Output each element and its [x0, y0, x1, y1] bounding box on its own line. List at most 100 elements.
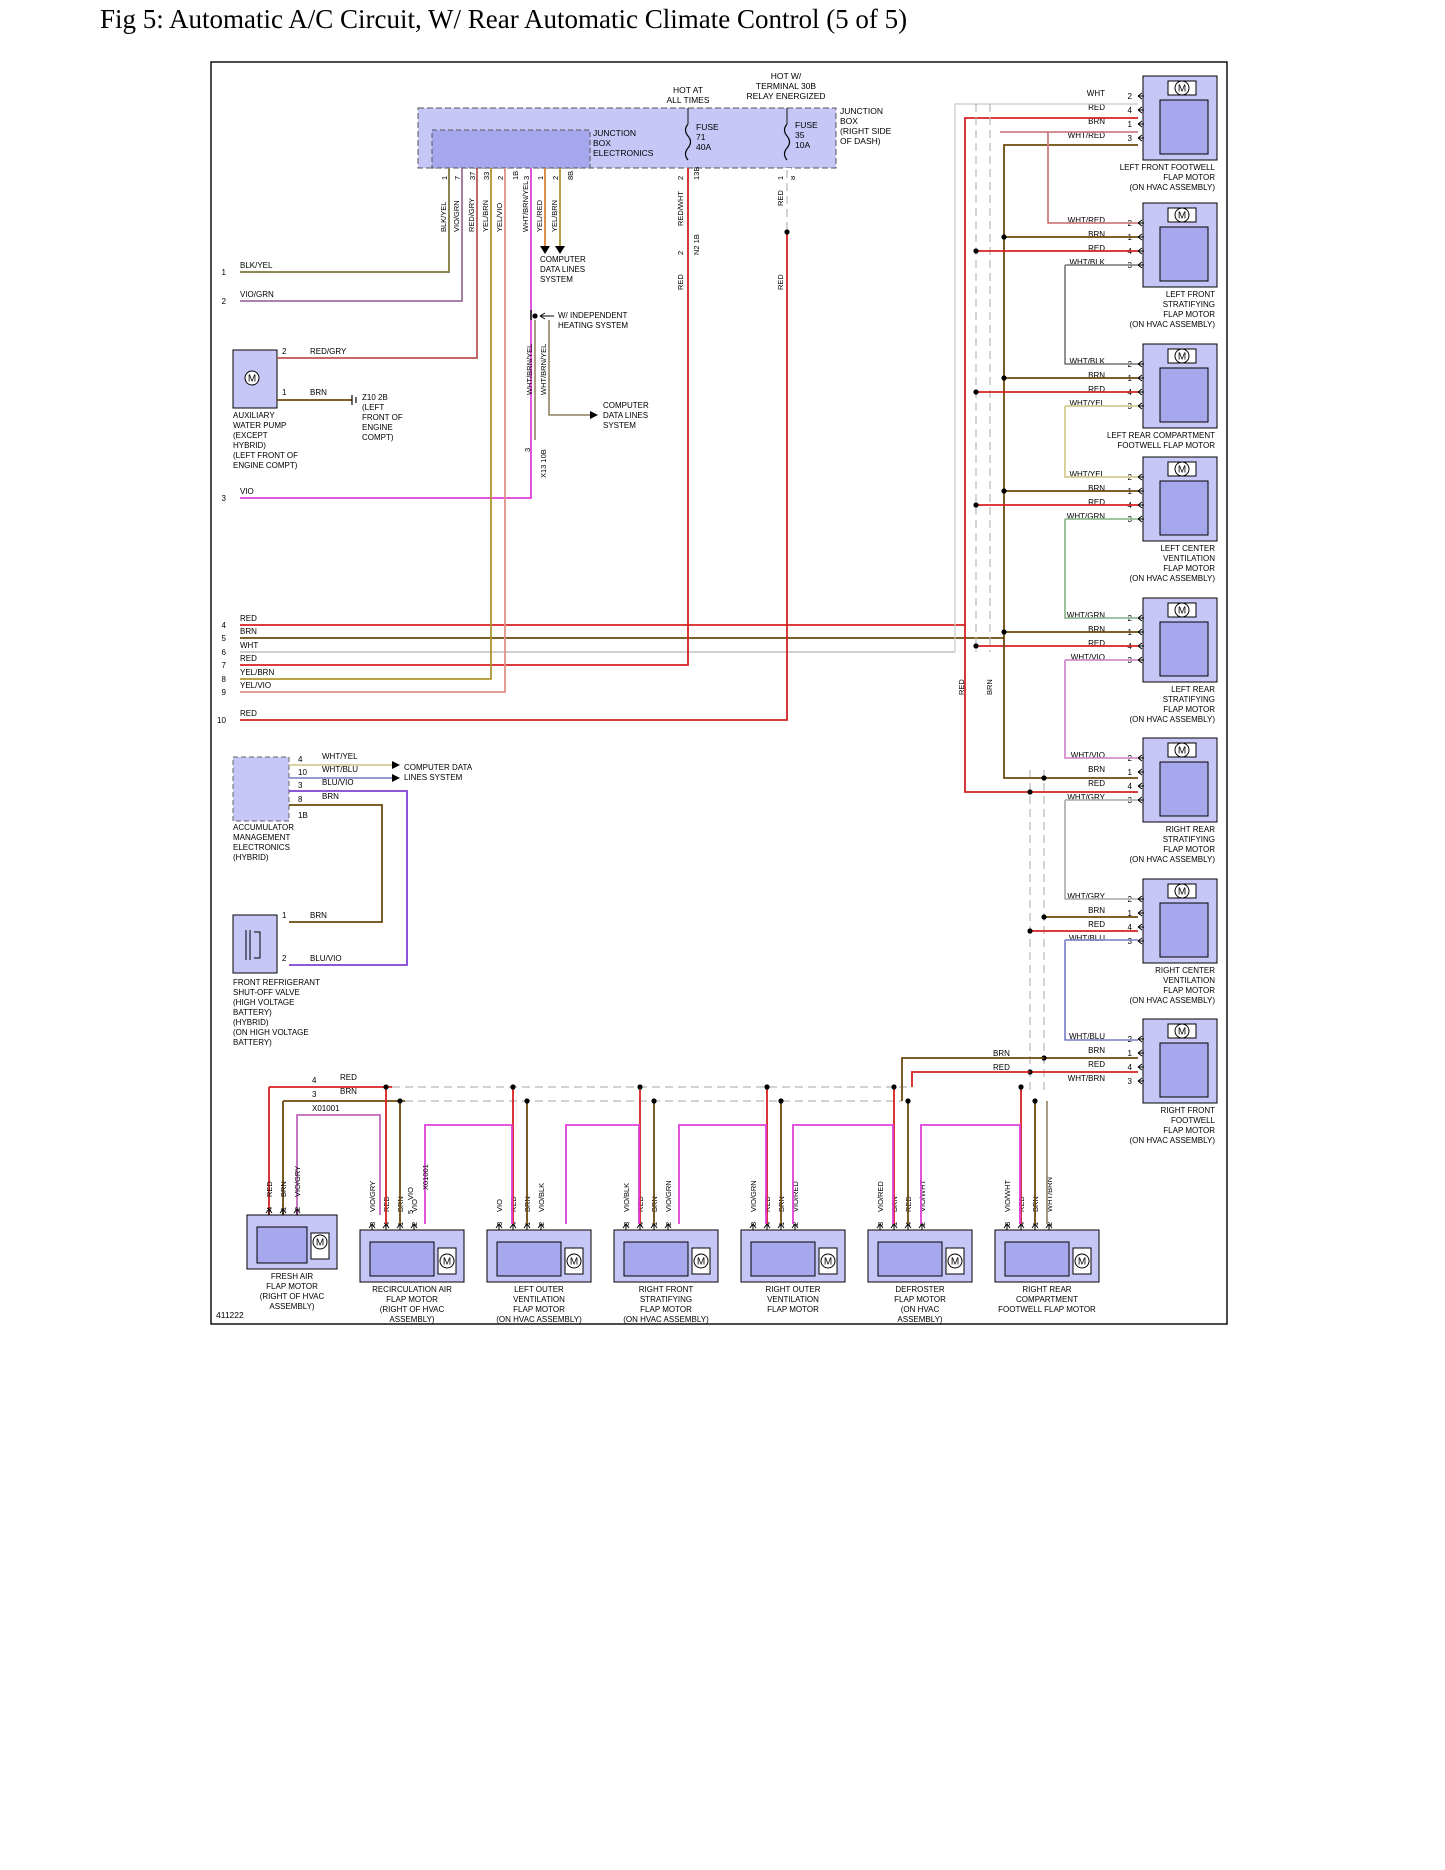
- pin-arrow: [876, 1223, 884, 1230]
- wire-wht-blu-stripe: [1064, 940, 1138, 1041]
- ground-icon: [351, 395, 357, 405]
- splice-dot: [764, 1084, 770, 1090]
- right-motor-wire-label: WHT/BLK: [1069, 258, 1105, 267]
- right-motor-wire-label: WHT/YEL: [1069, 399, 1105, 408]
- bottom-motor-wire-label: VIO/RED: [876, 1181, 885, 1212]
- pin-arrow: [1003, 1223, 1011, 1230]
- bottom-motor-wire-label: VIO/BLK: [622, 1183, 631, 1212]
- motor-icon-label: M: [570, 1257, 578, 1268]
- bottom-motor-label: (ON HVAC ASSEMBLY): [623, 1315, 709, 1324]
- aux-pump-ground-label: ENGINE: [362, 423, 393, 432]
- right-motor-icon: [1174, 207, 1190, 223]
- wire-wht-grn-stripe: [1064, 519, 1138, 619]
- bottom-bus-pin: 4: [312, 1076, 317, 1085]
- bottom-motor-label: FLAP MOTOR: [894, 1295, 946, 1304]
- bottom-vio-loop: [424, 1124, 513, 1224]
- wire-red-bus: [964, 117, 1138, 625]
- wire-wht-red-stripe: [1000, 131, 1138, 224]
- right-motor-wire-label: WHT: [1087, 89, 1105, 98]
- recirc-extra-wire: VIO: [406, 1187, 415, 1200]
- refrig-valve-label: BATTERY): [233, 1038, 272, 1047]
- right-motor-wire-label: WHT/BRN: [1068, 1074, 1106, 1083]
- red-pin: 1: [776, 176, 785, 180]
- refrig-valve-wire-label: BRN: [310, 911, 327, 920]
- pin-arrow: [1137, 106, 1144, 114]
- right-motor-label: FOOTWELL: [1171, 1116, 1216, 1125]
- splice-dot: [637, 1084, 643, 1090]
- bottom-motor-label: ASSEMBLY): [389, 1315, 435, 1324]
- jb-pin-wire-label: BLK/YEL: [439, 202, 448, 232]
- splice-dot: [1041, 775, 1047, 781]
- jb-pin-number: 1: [440, 176, 449, 180]
- right-motor-label: RIGHT FRONT: [1160, 1106, 1215, 1115]
- recirc-extra-conn: X01001: [421, 1164, 430, 1190]
- wire-yel-brn-stripe: [240, 168, 492, 680]
- bottom-motor-body: [256, 1226, 308, 1264]
- bottom-motor-body: [750, 1241, 816, 1277]
- refrig-valve-pin: 1: [282, 911, 287, 920]
- fresh-recirc-vio-gry-stripe: [296, 1114, 381, 1215]
- wire-vio: [240, 168, 532, 499]
- pin-arrow: [1137, 402, 1144, 410]
- red-label-2: RED: [676, 274, 685, 290]
- pin-arrow: [1137, 768, 1144, 776]
- bottom-motor-label: COMPARTMENT: [1016, 1295, 1078, 1304]
- jb-pin-wire-label: YEL/BRN: [481, 200, 490, 232]
- bottom-motor-icon: [820, 1253, 836, 1269]
- fuse-71-label: 71: [696, 132, 706, 142]
- bottom-motor-label: VENTILATION: [513, 1295, 565, 1304]
- right-motor-label: LEFT FRONT FOOTWELL: [1120, 163, 1216, 172]
- bottom-bus-wire-label: BRN: [340, 1087, 357, 1096]
- wire-wht-blk: [1064, 265, 1138, 365]
- wire-red-gry: [277, 168, 478, 359]
- hot-at-all-times-label: HOT AT: [673, 85, 703, 95]
- arrow-icon: [539, 312, 554, 320]
- accumulator-pin: 4: [298, 755, 303, 764]
- bottom-motor-label: (RIGHT OF HVAC: [260, 1292, 325, 1301]
- pin-arrow: [1137, 487, 1144, 495]
- valve-coil-icon: [245, 930, 261, 960]
- pin-arrow: [410, 1223, 418, 1230]
- right-motor-label: LEFT REAR: [1171, 685, 1215, 694]
- line-number: 5: [222, 634, 227, 643]
- wire-blk-yel: [240, 168, 450, 273]
- right-motor-wire-label: RED: [1088, 920, 1105, 929]
- fuse-71-label: FUSE: [696, 122, 719, 132]
- refrig-valve-label: SHUT-OFF VALVE: [233, 988, 300, 997]
- junction-box-location-label: JUNCTION: [840, 106, 883, 116]
- right-motor-wire-label: BRN: [1088, 1046, 1105, 1055]
- splice-dot: [1001, 488, 1007, 494]
- jb-pin-number: 33: [482, 172, 491, 180]
- right-motor-label: STRATIFYING: [1163, 835, 1215, 844]
- accumulator-wire-label: WHT/BLU: [322, 765, 358, 774]
- bottom-motor-icon: [947, 1253, 963, 1269]
- aux-pump-pin: 2: [282, 347, 287, 356]
- right-motor-label: RIGHT CENTER: [1155, 966, 1215, 975]
- wire-wht-brn-yel-b-stripe: [548, 320, 590, 416]
- splice-dot: [973, 643, 979, 649]
- pin-arrow: [918, 1223, 926, 1230]
- wire-brn-down: [1003, 638, 1138, 779]
- right-motor-icon: [1174, 602, 1190, 618]
- wire-wht-gry-stripe: [1064, 800, 1138, 900]
- motor-icon-label: M: [1178, 606, 1186, 617]
- right-motor-wire-label: RED: [1088, 498, 1105, 507]
- pin-arrow: [1137, 895, 1144, 903]
- bottom-motor-label: RIGHT REAR: [1022, 1285, 1071, 1294]
- pin-arrow: [1137, 92, 1144, 100]
- wire-blu-vio-stripe: [289, 790, 408, 966]
- hot-w-terminal-label: RELAY ENERGIZED: [746, 91, 825, 101]
- right-motor-pin: 3: [1128, 1077, 1133, 1086]
- junction-box-location-label: BOX: [840, 116, 858, 126]
- diagram-frame: [210, 61, 1228, 1325]
- bottom-motor-wire-label: VIO/GRN: [664, 1180, 673, 1212]
- right-motor-body: [1159, 226, 1209, 282]
- bus-brn-label: BRN: [985, 679, 994, 695]
- bottom-motor-label: FOOTWELL FLAP MOTOR: [998, 1305, 1096, 1314]
- right-motor-label: LEFT FRONT: [1166, 290, 1215, 299]
- refrig-valve-label: BATTERY): [233, 1008, 272, 1017]
- right-motor-label: (ON HVAC ASSEMBLY): [1130, 996, 1216, 1005]
- bottom-motor-icon: [566, 1253, 582, 1269]
- bottom-motor-wire-label: VIO: [495, 1199, 504, 1212]
- independent-heating-label: W/ INDEPENDENT: [558, 311, 627, 320]
